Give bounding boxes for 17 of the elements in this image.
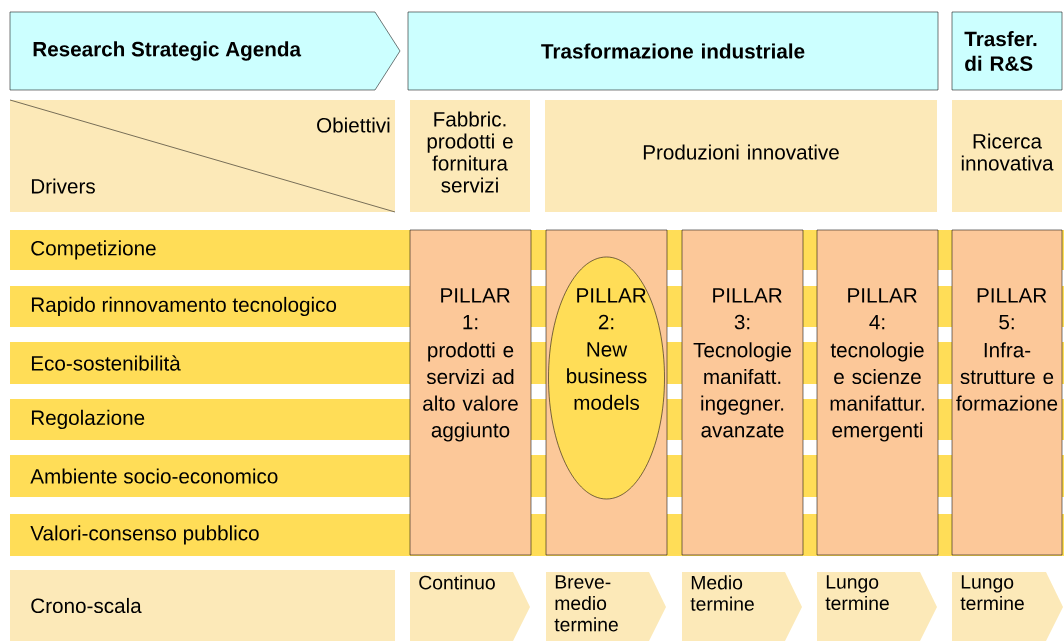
objective-box: Fabbric. prodotti e fornitura servizi (410, 100, 530, 212)
pillar-box: PILLAR 4: tecnologie e scienze manifattur. emergenti (816, 229, 939, 556)
timescale-chevron: Breve- medio termine (546, 572, 666, 641)
objective-box: Produzioni innovative (545, 100, 937, 212)
timescale-chevron: Medio termine (682, 572, 802, 641)
objective-box: Ricerca innovativa (952, 100, 1062, 212)
timescale-chevron: Lungo termine (952, 572, 1063, 641)
timescale-chevron: Continuo (410, 572, 530, 641)
drivers-header-box: Obiettivi Drivers (9, 99, 396, 213)
header-box: Trasformazione industriale (407, 11, 939, 91)
pillar-box: PILLAR 3: Tecnologie manifatt. ingegner. avanzate (681, 229, 804, 556)
timescale-box: Crono-scala (10, 570, 395, 641)
header-box: Trasfer. di R&S (951, 11, 1063, 91)
pillar-box: PILLAR 1: prodotti e servizi ad alto valore aggiunto (409, 229, 532, 556)
pillar-box: PILLAR 5: Infra- strutture e formazione (951, 229, 1063, 556)
timescale-chevron: Lungo termine (817, 572, 937, 641)
header-pentagon: Research Strategic Agenda (9, 11, 401, 91)
